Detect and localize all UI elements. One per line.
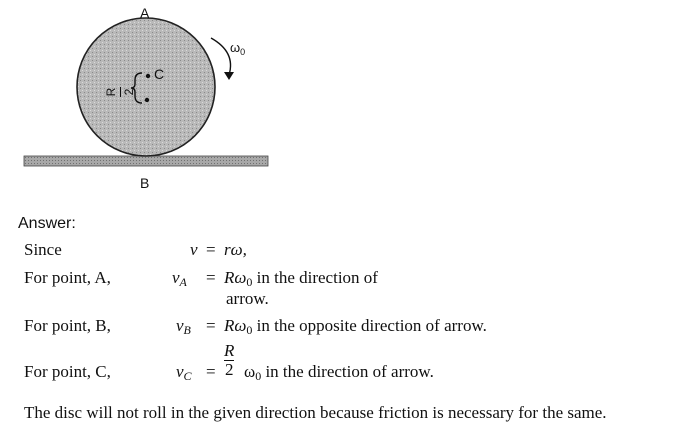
point-c (145, 73, 151, 79)
conclusion-text: The disc will not roll in the given dire… (24, 403, 607, 422)
row-b-lhs: vB (176, 316, 191, 337)
row-a-rhs: Rω0 in the direction of (224, 268, 378, 289)
row-a-rhs-line2: arrow. (226, 289, 269, 308)
row-a-equals: = (206, 268, 216, 287)
row-since-label: Since (24, 240, 62, 259)
row-c-fraction: R 2 (224, 341, 235, 379)
row-since-lhs: v (190, 240, 198, 259)
disc-figure (23, 17, 269, 167)
omega-zero-label: ω0 (230, 40, 246, 57)
row-c-lhs: vC (176, 362, 192, 383)
disc (76, 17, 216, 157)
label-c: C (154, 66, 165, 82)
row-b-label: For point, B, (24, 316, 111, 335)
ground-surface (23, 155, 269, 167)
row-c-rhs: ω0 in the direction of arrow. (244, 362, 434, 383)
row-c-label: For point, C, (24, 362, 111, 381)
rotation-arrow-icon (210, 37, 232, 76)
row-c-equals: = (206, 362, 216, 381)
row-a-label: For point, A, (24, 268, 111, 287)
disc-center-point (144, 97, 150, 103)
radius-half-label: R 2 (104, 87, 136, 97)
label-b: B (140, 175, 150, 191)
answer-heading: Answer: (18, 215, 76, 232)
row-since-equals: = (206, 240, 216, 259)
label-a: A (140, 5, 150, 21)
row-since-rhs: rω, (224, 240, 247, 259)
arrow-head-icon (224, 72, 234, 80)
row-b-rhs: Rω0 in the opposite direction of arrow. (224, 316, 487, 337)
row-a-lhs: vA (172, 268, 187, 289)
radius-brace-icon (130, 72, 143, 104)
r-over-2-fraction: R 2 (224, 341, 235, 379)
row-b-equals: = (206, 316, 216, 335)
